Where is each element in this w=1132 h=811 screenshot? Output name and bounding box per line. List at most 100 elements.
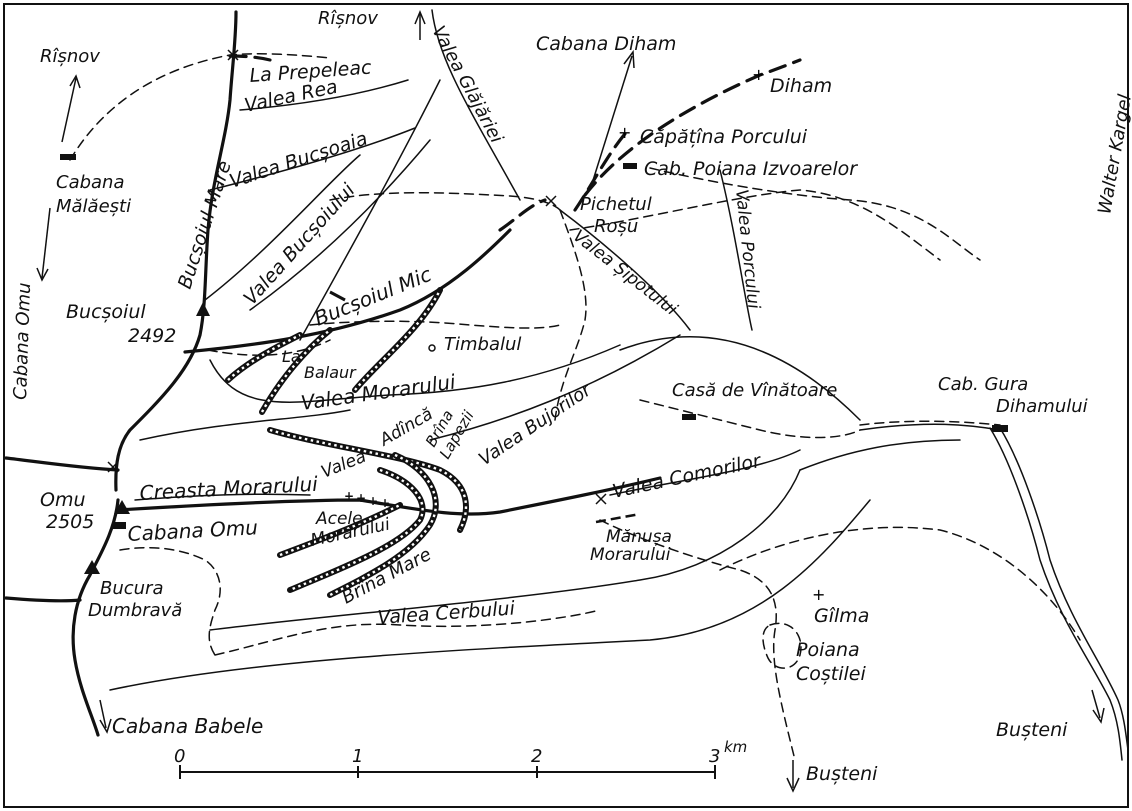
label-manusa-morarului-2: Morarului (590, 545, 671, 565)
map-labels: Rîșnov Rîșnov Cabana Diham Diham Căpățîn… (10, 8, 1132, 785)
svg-text:+: + (356, 491, 366, 505)
label-bucura-dumbrava-2: Dumbravă (88, 600, 182, 621)
label-cabana-malaesti-1: Cabana (56, 172, 125, 193)
hut-malaesti-icon (60, 154, 76, 160)
scale-bar: 0 1 2 3 km (174, 738, 747, 779)
creasta-valley (134, 493, 311, 501)
valea-cerbului-line (209, 469, 801, 631)
arrow-cabana-omu-left (41, 207, 51, 279)
omu-west-road (4, 456, 120, 472)
cliff-bands (225, 287, 469, 598)
peak-omu-icon (114, 500, 130, 514)
label-gilma: Gîlma (814, 605, 869, 627)
point-timbalul-icon (428, 344, 436, 352)
arrow-cabana-diham (589, 55, 633, 191)
label-diham: Diham (770, 75, 832, 97)
malaesti-trail (69, 53, 331, 161)
label-valea-porcului: Valea Porcului (731, 188, 763, 310)
label-cabana-babele: Cabana Babele (112, 714, 263, 738)
scale-unit: km (724, 738, 747, 756)
label-cab-gura-dihamului-2: Dihamului (996, 396, 1088, 417)
pass-marker-pichet-icon (545, 195, 557, 207)
gura-trail (719, 526, 1081, 641)
valea-glajariei-branch (299, 79, 441, 341)
valea-bujorilor-line (429, 334, 681, 441)
scale-tick-3: 3 (709, 746, 720, 767)
hut-poiana-izvoarelor-icon (623, 163, 637, 169)
valea-bucsoiului-branch (249, 139, 431, 311)
arrow-busteni-right (1091, 689, 1101, 719)
scale-tick-0: 0 (174, 746, 185, 767)
bucsoiul-mic-ridge (183, 228, 512, 354)
label-pichetul-rosu-1: Pichetul (580, 194, 652, 215)
label-manusa-morarului-1: Mănușa (606, 527, 672, 547)
svg-text:+: + (368, 494, 378, 508)
pass-marker-comorilor-icon (595, 493, 607, 505)
label-omu-alt: 2505 (46, 511, 94, 533)
label-la-balaur-2: Balaur (304, 363, 357, 382)
label-busteni-right: Bușteni (996, 719, 1068, 741)
arrow-babele (99, 699, 107, 729)
omu-south-ridge (71, 498, 120, 737)
valea-comorilor-line (609, 449, 801, 496)
label-bucsoiul: Bucșoiul (66, 301, 146, 323)
arrow-risnov-left (61, 77, 77, 143)
gura-dihamului-valley (619, 336, 861, 421)
label-valea-adinca-1: Valea (318, 447, 369, 483)
costila-trail (599, 519, 796, 761)
bucsoiul-mic-marker-icon (329, 290, 346, 302)
capatina-bold-trail (573, 126, 632, 212)
poiana-loop-trail (762, 622, 802, 669)
label-poiana-costilei-2: Coștilei (796, 663, 866, 685)
central-trail (329, 191, 561, 211)
hut-casa-vinatoare-icon (682, 414, 696, 420)
poiana-izvoarelor-trail (649, 167, 981, 261)
label-poiana-costilei-1: Poiana (796, 639, 860, 661)
cross-capatina-icon: + (618, 123, 631, 142)
valea-bucsoiului-line (204, 154, 361, 301)
label-capatina-porcului: Căpățîna Porcului (640, 126, 808, 148)
valea-porcului-line (719, 169, 753, 331)
label-la-balaur-1: La (282, 347, 301, 366)
label-acele-morarului-1: Acele (315, 509, 363, 529)
label-valea-bujorilor: Valea Bujorilor (475, 379, 596, 470)
label-cabana-diham: Cabana Diham (536, 33, 676, 55)
label-casa-de-vinatoare: Casă de Vînătoare (672, 380, 837, 401)
label-bucsoiul-alt: 2492 (128, 325, 176, 347)
omu-east-trail (207, 339, 331, 356)
label-valea-bucsoaia: Valea Bucșoaia (227, 127, 370, 192)
label-valea-glajariei: Valea Glăjăriei (428, 22, 507, 146)
cross-diham-icon: + (752, 65, 765, 84)
direction-arrows (36, 10, 1105, 793)
scale-tick-2: 2 (531, 746, 542, 767)
valea-glajariei-line (431, 9, 521, 201)
omu-south-trail (119, 546, 221, 656)
hut-omu-icon (112, 522, 126, 529)
pichet-east-trail (569, 189, 941, 261)
label-valea-comorilor: Valea Comorilor (610, 450, 763, 503)
lower-valley-line (109, 499, 871, 691)
eastern-valley-1 (859, 423, 1001, 431)
label-valea-bucsoiului: Valea Bucșoiului (239, 179, 360, 309)
diham-bold-trail (583, 58, 802, 197)
label-cab-gura-dihamului-1: Cab. Gura (938, 374, 1028, 395)
svg-text:+: + (344, 489, 354, 503)
manusa-marker-icon (595, 512, 641, 524)
pass-marker-top-icon (227, 49, 239, 61)
peak-bucsoiul-icon (196, 302, 210, 316)
trail-lines (69, 53, 1081, 761)
label-walter-kargel: Walter Kargel (1094, 93, 1132, 216)
acele-needles-icon: ++++ (344, 489, 390, 510)
hut-gura-dihamului-icon (992, 425, 1008, 432)
valea-morarului-line (209, 344, 621, 403)
timbalul-trail (309, 320, 561, 329)
valea-rea-line (239, 79, 409, 111)
cross-gilma-icon: + (812, 585, 825, 604)
cerbului-trail (214, 609, 601, 656)
svg-text:+: + (380, 496, 390, 510)
label-risnov-left: Rîșnov (40, 46, 100, 67)
pichet-bold-trail (498, 198, 547, 232)
gura-dihamului-trail (859, 420, 1001, 426)
peak-bucura-icon (84, 560, 100, 574)
